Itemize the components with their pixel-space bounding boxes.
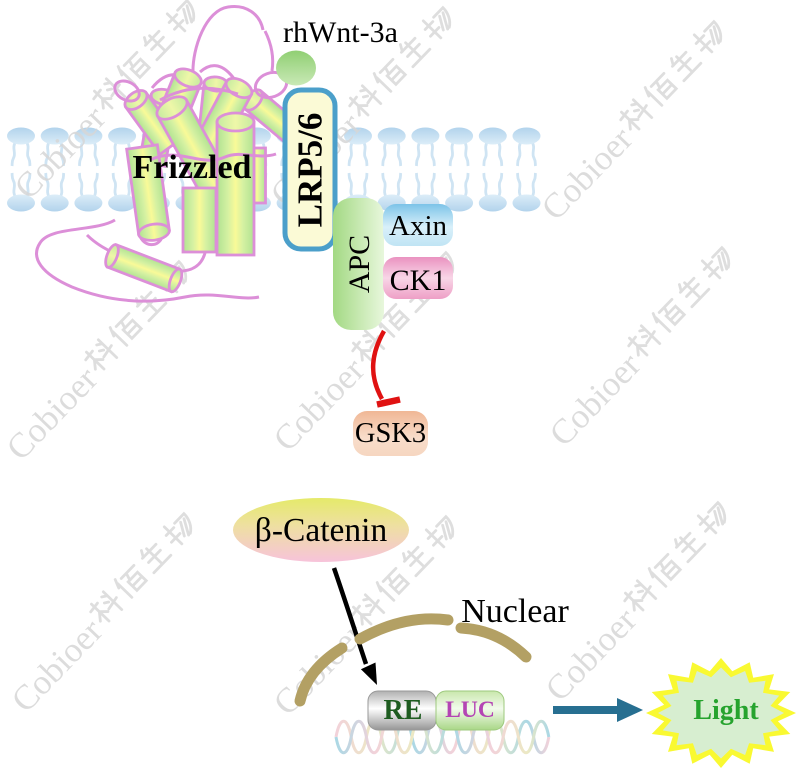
svg-text:LUC: LUC	[445, 697, 495, 723]
svg-text:Axin: Axin	[389, 210, 448, 242]
svg-text:Nuclear: Nuclear	[461, 593, 569, 630]
svg-text:β-Catenin: β-Catenin	[255, 512, 388, 549]
svg-text:LRP5/6: LRP5/6	[291, 113, 330, 228]
svg-text:GSK3: GSK3	[355, 418, 426, 449]
svg-text:CK1: CK1	[390, 264, 447, 297]
svg-text:Frizzled: Frizzled	[133, 149, 252, 186]
svg-text:RE: RE	[384, 695, 423, 726]
svg-text:APC: APC	[343, 235, 376, 293]
svg-text:Light: Light	[693, 695, 759, 726]
svg-text:rhWnt-3a: rhWnt-3a	[283, 16, 398, 49]
